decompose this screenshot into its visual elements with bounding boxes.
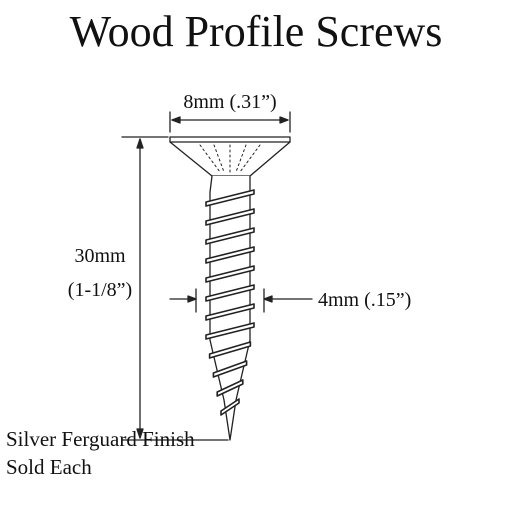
screw-head [169,136,291,177]
length-imperial-label: (1-1/8”) [67,279,133,301]
finish-text: Silver Ferguard Finish [6,427,195,451]
page-title: Wood Profile Screws [69,7,443,56]
thread-turn [205,265,255,283]
thread-turn [205,284,255,302]
head-width-dimension-line [169,111,291,133]
screw-threads [205,189,255,416]
head-width-label: 8mm (.31”) [183,91,277,113]
thread-turn [205,208,255,226]
thread-turn [212,360,248,378]
sale-unit-text: Sold Each [6,455,92,479]
length-metric-label: 30mm [74,245,126,267]
thread-turn [205,246,255,264]
thread-turn [216,379,244,397]
thread-turn [205,189,255,207]
length-dimension-line [121,136,229,441]
thread-turn [205,322,255,340]
shank-diameter-dimension-line [169,288,313,313]
shank-diameter-label: 4mm (.15”) [318,289,412,311]
thread-turn [205,303,255,321]
thread-turn [208,341,252,359]
thread-turn [220,398,240,416]
thread-turn [205,227,255,245]
